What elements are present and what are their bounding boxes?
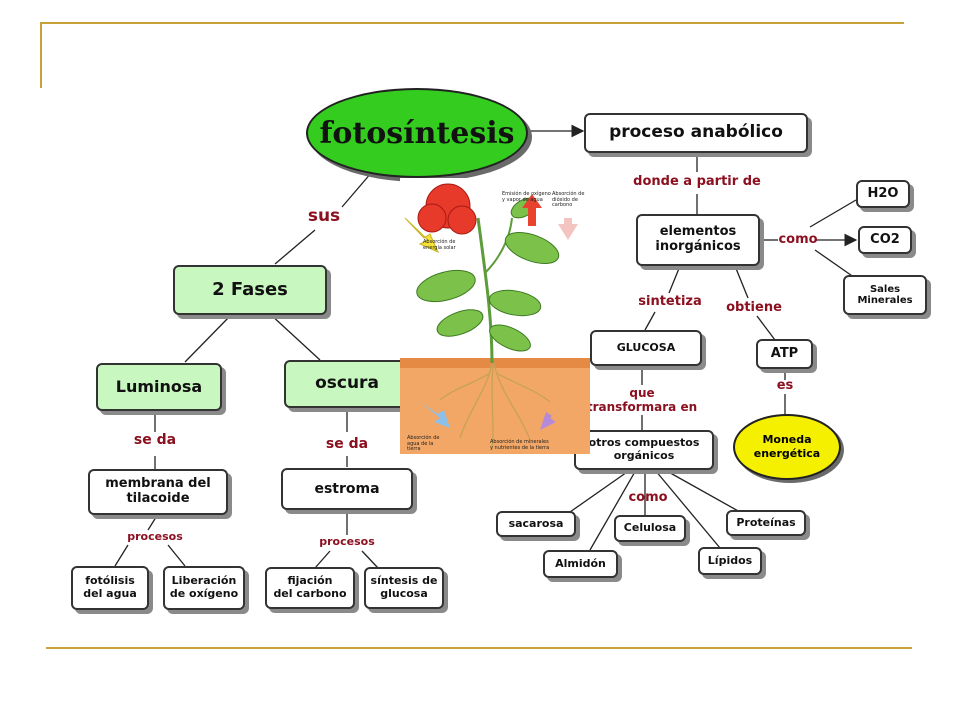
- node-2-fases: 2 Fases: [173, 265, 327, 315]
- frame-bottom-line: [46, 647, 912, 649]
- sun-arrow: [404, 217, 439, 253]
- node-sacarosa: sacarosa: [496, 511, 576, 537]
- label-minerales: Absorción de minerales y nutrientes de l…: [490, 439, 550, 451]
- concept-fotosintesis: fotosíntesis: [306, 88, 528, 178]
- node-atp: ATP: [756, 339, 813, 369]
- node-liberacion-oxigeno: Liberación de oxígeno: [163, 566, 245, 610]
- node-sales-minerales: Sales Minerales: [843, 275, 927, 315]
- node-fijacion-carbono: fijación del carbono: [265, 567, 355, 609]
- link-sus: sus: [307, 206, 341, 226]
- node-elementos-inorganicos: elementos inorgánicos: [636, 214, 760, 266]
- node-luminosa: Luminosa: [96, 363, 222, 411]
- node-sintesis-glucosa: síntesis de glucosa: [364, 567, 444, 609]
- link-sintetiza: sintetiza: [638, 294, 702, 309]
- node-estroma: estroma: [281, 468, 413, 510]
- flower: [417, 183, 477, 235]
- node-proceso-anabolico: proceso anabólico: [584, 113, 808, 153]
- node-co2: CO2: [858, 226, 912, 254]
- link-es: es: [776, 378, 794, 393]
- link-procesos-luminosa: procesos: [127, 530, 183, 543]
- link-se-da-luminosa: se da: [133, 432, 177, 448]
- minerals-arrow: [540, 400, 570, 430]
- link-se-da-oscura: se da: [325, 436, 369, 452]
- label-emision-oxigeno: Emisión de oxígeno y vapor de agua: [502, 191, 551, 203]
- node-moneda-energetica: Moneda energética: [733, 414, 841, 480]
- oxygen-arrow: [522, 194, 542, 226]
- node-celulosa: Celulosa: [614, 515, 686, 542]
- node-lipidos: Lípidos: [698, 547, 762, 575]
- node-glucosa: GLUCOSA: [590, 330, 702, 366]
- link-donde-a-partir-de: donde a partir de: [633, 174, 761, 189]
- stem: [476, 217, 494, 364]
- roots: [439, 362, 551, 451]
- node-almidon: Almidón: [543, 550, 618, 578]
- co2-arrow: [558, 218, 578, 240]
- node-membrana-tilacoide: membrana del tilacoide: [88, 469, 228, 515]
- water-arrow: [420, 402, 450, 428]
- link-obtiene: obtiene: [726, 300, 782, 315]
- plant-illustration: [400, 178, 590, 454]
- node-h2o: H2O: [856, 180, 910, 208]
- leaves: [416, 197, 560, 352]
- link-procesos-oscura: procesos: [319, 535, 375, 548]
- link-que-transformara: que transformara en: [586, 386, 698, 415]
- frame-top-line: [40, 22, 904, 24]
- node-fotolisis: fotólisis del agua: [71, 566, 149, 610]
- node-proteinas: Proteínas: [726, 510, 806, 536]
- label-agua-tierra: Absorción de agua de la tierra: [407, 435, 440, 452]
- node-oscura: oscura: [284, 360, 410, 408]
- link-como-compuestos: como: [628, 490, 668, 505]
- node-otros-compuestos: otros compuestos orgánicos: [574, 430, 714, 470]
- frame-left-line: [40, 22, 42, 88]
- link-como-elementos: como: [778, 232, 818, 247]
- label-absorcion-co2: Absorción de dióxido de carbono: [552, 191, 585, 208]
- label-energia-solar: Absorción de energía solar: [423, 239, 456, 251]
